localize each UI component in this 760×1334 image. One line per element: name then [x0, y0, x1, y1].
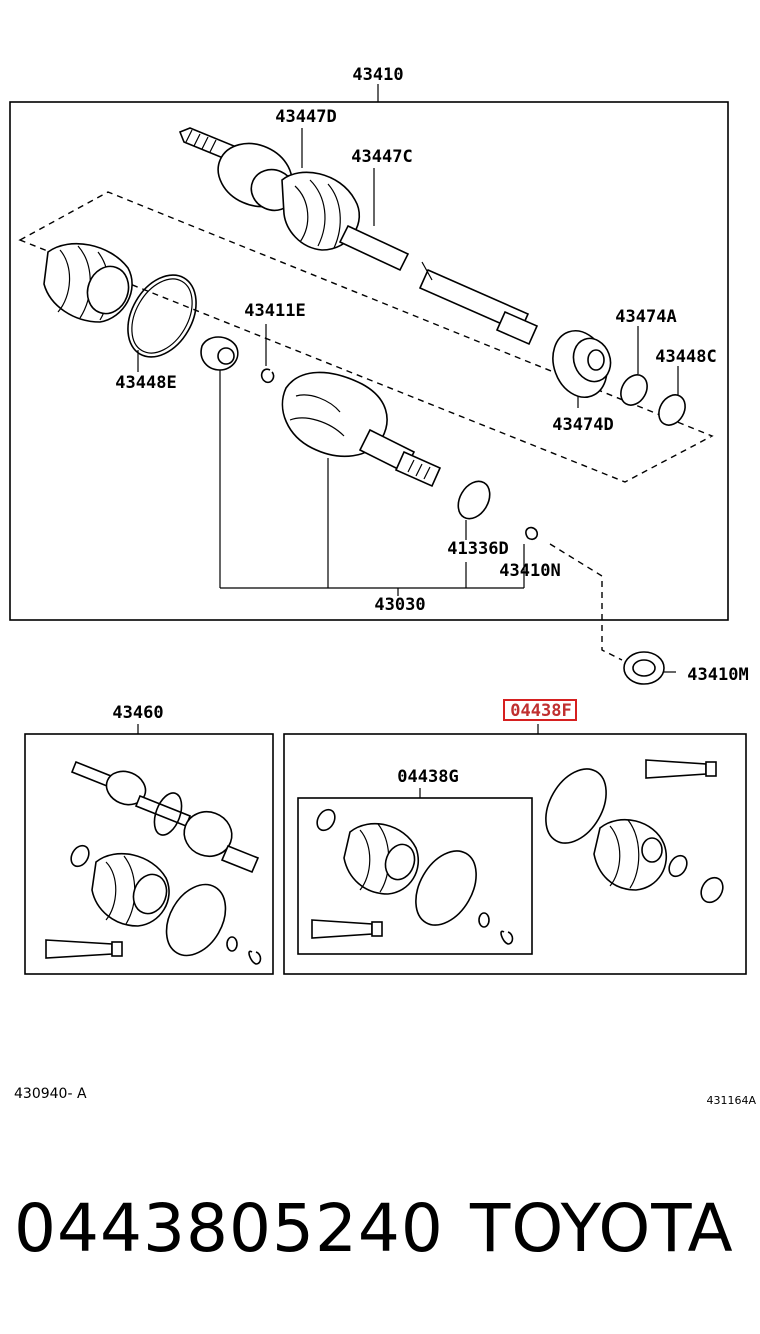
label-04438F[interactable]: 04438F — [510, 701, 571, 721]
bracket-43030 — [219, 370, 524, 596]
label-43447C[interactable]: 43447C — [351, 147, 412, 167]
part-number: 0443805240 — [14, 1190, 444, 1267]
snap-ring-43410N — [525, 526, 539, 541]
inner-joint-housing — [281, 371, 442, 488]
snap-ring-43411E — [260, 368, 275, 384]
label-43410M[interactable]: 43410M — [687, 665, 748, 685]
dust-deflector-43474D — [552, 330, 612, 398]
label-43460[interactable]: 43460 — [112, 703, 163, 723]
label-43410N[interactable]: 43410N — [499, 561, 560, 581]
label-43448E[interactable]: 43448E — [115, 373, 176, 393]
label-43474D[interactable]: 43474D — [552, 415, 613, 435]
label-04438G[interactable]: 04438G — [397, 767, 458, 787]
label-43474A[interactable]: 43474A — [615, 307, 676, 327]
kit-43460-group: 43460 — [24, 703, 274, 975]
figure-ref-right: 431164A — [706, 1094, 756, 1107]
label-43410[interactable]: 43410 — [352, 65, 403, 85]
kit-04438G-frame — [297, 797, 533, 955]
retainer-ring-41336D — [457, 480, 491, 520]
kit-dashed-boundary — [18, 191, 714, 483]
clamp-43448C — [658, 394, 686, 426]
label-43448C[interactable]: 43448C — [655, 347, 716, 367]
tripod-joint — [200, 336, 239, 371]
kit-04438F-frame — [283, 733, 747, 975]
highlight-box-04438F — [503, 699, 577, 721]
kit-43460-frame — [24, 733, 274, 975]
inner-boot-43448E-group — [43, 243, 197, 358]
label-41336D[interactable]: 41336D — [447, 539, 508, 559]
label-43447D[interactable]: 43447D — [275, 107, 336, 127]
main-assembly-frame — [9, 101, 729, 621]
main-assembly-group: 43410 43447D 43447C — [9, 65, 729, 621]
clamp-43474A — [620, 374, 648, 406]
figure-ref-left: 430940- A — [14, 1086, 87, 1102]
brand-name: TOYOTA — [470, 1190, 734, 1267]
label-43411E[interactable]: 43411E — [244, 301, 305, 321]
bearing-43410M-group: 43410M — [549, 543, 749, 685]
outer-shaft-assembly — [178, 127, 539, 346]
label-43030[interactable]: 43030 — [374, 595, 425, 615]
kit-04438F-group: 04438F 04438G — [283, 699, 747, 975]
